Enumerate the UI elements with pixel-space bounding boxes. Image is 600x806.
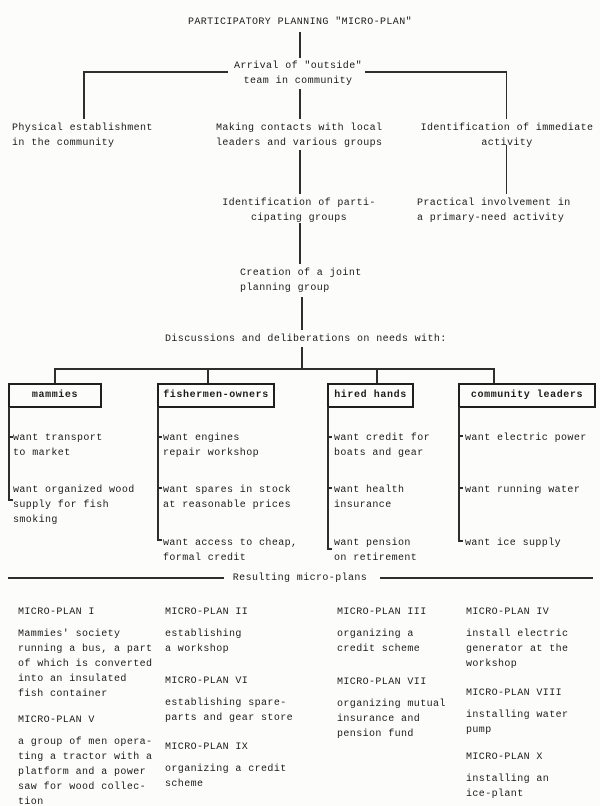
page-title: PARTICIPATORY PLANNING "MICRO-PLAN": [187, 17, 413, 28]
tick: [458, 435, 463, 437]
micro-plan-ix: MICRO-PLAN IX organizing a credit scheme: [165, 740, 287, 792]
group-box-hired-hands: hired hands: [327, 383, 414, 408]
want-item: want transport to market: [13, 433, 103, 459]
want-item: want access to cheap, formal credit: [163, 538, 298, 564]
connector-immediate-practical: [505, 145, 507, 194]
micro-plan-heading: MICRO-PLAN VIII: [466, 688, 563, 699]
want-item: want health insurance: [334, 485, 405, 511]
group-box-fishermen-owners: fishermen-owners: [157, 383, 275, 408]
micro-plan-heading: MICRO-PLAN IV: [466, 607, 550, 618]
connector-discussions-branch: [301, 347, 303, 368]
flow-node-arrival: Arrival of "outside" team in community: [233, 61, 363, 87]
tick: [458, 487, 463, 489]
stem-community: [458, 407, 460, 541]
connector-drop-community: [493, 368, 495, 384]
micro-plan-body: install electric generator at the worksh…: [466, 629, 569, 670]
tick: [8, 436, 13, 438]
flow-node-physical-establishment: Physical establishment in the community: [12, 123, 153, 149]
group-label: hired hands: [334, 390, 407, 401]
micro-plan-i: MICRO-PLAN I Mammies' society running a …: [18, 605, 152, 702]
divider-line-right: [380, 577, 593, 579]
flow-node-making-contacts: Making contacts with local leaders and v…: [216, 123, 383, 149]
want-item: want organized wood supply for fish smok…: [13, 485, 135, 526]
micro-plan-x: MICRO-PLAN X installing an ice-plant: [466, 750, 549, 802]
divider-line-left: [8, 577, 224, 579]
group-label: mammies: [31, 390, 79, 401]
micro-plan-body: Mammies' society running a bus, a part o…: [18, 629, 153, 700]
tick: [157, 436, 162, 438]
tick: [327, 436, 332, 438]
flow-node-discussions: Discussions and deliberations on needs w…: [165, 334, 447, 345]
micro-plan-body: organizing a credit scheme: [165, 764, 287, 790]
flow-node-immediate-activity: Identification of immediate activity: [420, 123, 594, 149]
micro-plan-body: organizing mutual insurance and pension …: [337, 699, 446, 740]
micro-plan-iii: MICRO-PLAN III organizing a credit schem…: [337, 605, 427, 657]
want-item: want electric power: [465, 433, 587, 444]
stem-mammies: [8, 407, 10, 500]
connector-drop-mammies: [54, 368, 56, 384]
micro-plan-body: a group of men opera- ting a tractor wit…: [18, 737, 153, 806]
connector-title-arrival: [299, 32, 301, 58]
connector-drop-contacts: [299, 89, 301, 119]
tick: [8, 499, 13, 501]
connector-creation-discussions: [301, 297, 303, 330]
tick: [157, 487, 162, 489]
want-item: want credit for boats and gear: [334, 433, 431, 459]
want-item: want spares in stock at reasonable price…: [163, 485, 292, 511]
micro-plan-heading: MICRO-PLAN VI: [165, 676, 249, 687]
micro-plan-vii: MICRO-PLAN VII organizing mutual insuran…: [337, 675, 446, 742]
micro-plan-v: MICRO-PLAN V a group of men opera- ting …: [18, 713, 152, 806]
micro-plan-body: organizing a credit scheme: [337, 629, 421, 655]
micro-plan-body: installing an ice-plant: [466, 774, 550, 800]
micro-plan-body: installing water pump: [466, 710, 569, 736]
connector-participating-creation: [299, 223, 301, 264]
micro-plan-iv: MICRO-PLAN IV install electric generator…: [466, 605, 568, 672]
want-item: want running water: [465, 485, 581, 496]
group-label: community leaders: [470, 390, 584, 401]
group-box-mammies: mammies: [8, 383, 102, 408]
tick: [327, 487, 332, 489]
micro-plan-heading: MICRO-PLAN III: [337, 607, 427, 618]
micro-plan-heading: MICRO-PLAN V: [18, 715, 95, 726]
connector-branch-left: [83, 71, 228, 73]
connector-drop-immediate: [505, 71, 507, 119]
micro-plan-vi: MICRO-PLAN VI establishing spare- parts …: [165, 674, 293, 726]
tick: [458, 540, 463, 542]
tick: [157, 539, 162, 541]
connector-drop-physical: [83, 71, 85, 119]
micro-plan-heading: MICRO-PLAN IX: [165, 742, 249, 753]
micro-plan-viii: MICRO-PLAN VIII installing water pump: [466, 686, 568, 738]
stem-fishermen: [157, 407, 159, 540]
micro-plan-body: establishing spare- parts and gear store: [165, 698, 294, 724]
micro-plan-heading: MICRO-PLAN I: [18, 607, 95, 618]
flow-node-creation-planning-group: Creation of a joint planning group: [240, 268, 362, 294]
connector-contacts-participating: [299, 150, 301, 194]
micro-plan-body: establishing a workshop: [165, 629, 242, 655]
connector-groups-branch: [54, 368, 494, 370]
connector-drop-fishermen: [207, 368, 209, 384]
want-item: want ice supply: [465, 538, 562, 549]
connector-drop-hired-hands: [376, 368, 378, 384]
tick: [327, 548, 332, 550]
stem-hired-hands: [327, 407, 329, 549]
micro-plan-ii: MICRO-PLAN II establishing a workshop: [165, 605, 248, 657]
group-label: fishermen-owners: [163, 390, 269, 401]
divider-label: Resulting micro-plans: [232, 573, 368, 584]
want-item: want pension on retirement: [334, 538, 418, 564]
micro-plan-heading: MICRO-PLAN X: [466, 752, 543, 763]
group-box-community-leaders: community leaders: [458, 383, 596, 408]
flow-node-participating-groups: Identification of parti- cipating groups: [222, 198, 376, 224]
micro-plan-heading: MICRO-PLAN VII: [337, 677, 427, 688]
flow-node-practical-involvement: Practical involvement in a primary-need …: [417, 198, 571, 224]
micro-plan-heading: MICRO-PLAN II: [165, 607, 249, 618]
want-item: want engines repair workshop: [163, 433, 260, 459]
connector-branch-right: [365, 71, 507, 73]
